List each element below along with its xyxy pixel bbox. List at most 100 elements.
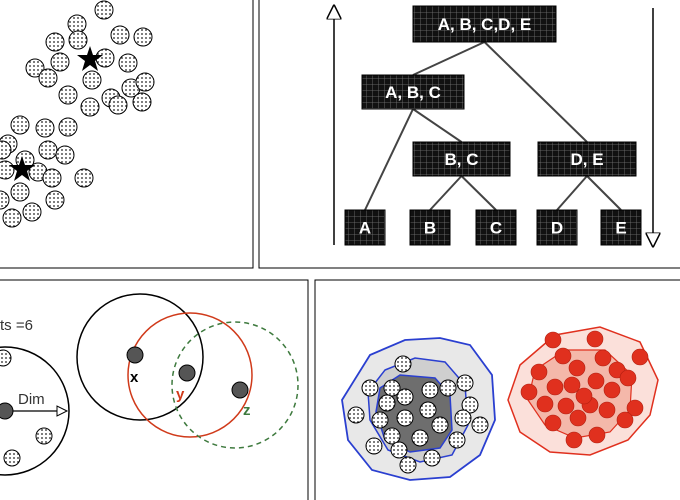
cluster-point bbox=[110, 25, 130, 45]
core-point bbox=[0, 402, 14, 420]
red-cluster-point bbox=[544, 331, 562, 349]
neighbor-point bbox=[35, 427, 53, 445]
tree-edge bbox=[483, 41, 588, 143]
tree-node-label: B, C bbox=[445, 150, 479, 169]
point-x bbox=[126, 346, 144, 364]
red-cluster-point bbox=[536, 395, 554, 413]
blue-cluster-point bbox=[383, 379, 401, 397]
panel-bottom-left bbox=[0, 279, 309, 500]
red-cluster-point bbox=[565, 431, 583, 449]
tree-node-box bbox=[412, 141, 511, 177]
neighbor-point bbox=[3, 449, 21, 467]
tree-node-label: A, B, C,D, E bbox=[438, 15, 532, 34]
cluster-point bbox=[67, 14, 87, 34]
tree-node-label: B bbox=[424, 219, 436, 238]
blue-cluster-point bbox=[439, 379, 457, 397]
red-cluster-point bbox=[575, 387, 593, 405]
tree-node-c: C bbox=[475, 209, 517, 246]
blue-cluster-point bbox=[347, 406, 365, 424]
cluster-point bbox=[45, 190, 65, 210]
tree-node-label: A bbox=[359, 219, 371, 238]
cluster-point bbox=[25, 58, 45, 78]
red-cluster-point bbox=[631, 348, 649, 366]
red-cluster-point bbox=[544, 414, 562, 432]
cluster-point bbox=[118, 53, 138, 73]
cluster-point bbox=[82, 70, 102, 90]
blue-cluster-point bbox=[371, 411, 389, 429]
cluster-point bbox=[108, 95, 128, 115]
tree-node-label: E bbox=[615, 219, 626, 238]
red-cluster-point bbox=[603, 381, 621, 399]
cluster-point bbox=[68, 30, 88, 50]
cluster-point bbox=[10, 115, 30, 135]
tree-node-box bbox=[361, 74, 465, 110]
tree-node-e: E bbox=[600, 209, 642, 246]
cluster-point bbox=[0, 160, 15, 180]
cluster-point bbox=[0, 140, 12, 160]
tree-edge bbox=[586, 175, 622, 211]
tree-node-de: D, E bbox=[537, 141, 637, 177]
tree-edges bbox=[364, 41, 622, 211]
red-cluster-point bbox=[569, 409, 587, 427]
blue-cluster-point bbox=[378, 394, 396, 412]
tree-edge bbox=[364, 108, 414, 211]
cluster-point bbox=[38, 68, 58, 88]
cluster-point bbox=[2, 208, 22, 228]
blue-cluster-point bbox=[454, 409, 472, 427]
cluster-point bbox=[45, 32, 65, 52]
tree-node-box bbox=[600, 209, 642, 246]
tree-edge bbox=[412, 41, 485, 76]
cluster-points bbox=[0, 0, 155, 228]
blue-cluster-point bbox=[383, 427, 401, 445]
red-cluster-point bbox=[520, 383, 538, 401]
tree-node-box bbox=[475, 209, 517, 246]
centroid-star-2 bbox=[9, 156, 35, 181]
density-illustration: ts =6 Dim x y z bbox=[0, 293, 299, 476]
cluster-point bbox=[10, 182, 30, 202]
red-cluster-point bbox=[563, 376, 581, 394]
tree-node-box bbox=[409, 209, 451, 246]
cluster-point bbox=[42, 168, 62, 188]
cluster-point bbox=[94, 0, 114, 20]
cluster-point bbox=[58, 117, 78, 137]
panel-top-right bbox=[258, 0, 680, 269]
red-cluster-point bbox=[626, 399, 644, 417]
tree-edge bbox=[460, 175, 497, 211]
point-y bbox=[178, 364, 196, 382]
tree-node-b: B bbox=[409, 209, 451, 246]
tree-edge bbox=[556, 175, 588, 211]
neighborhood-circle bbox=[0, 346, 70, 476]
tree-node-box bbox=[537, 141, 637, 177]
cluster-point bbox=[135, 72, 155, 92]
tree-node-label: C bbox=[490, 219, 502, 238]
tree-node-label: A, B, C bbox=[385, 83, 441, 102]
tree-node-abcde: A, B, C,D, E bbox=[412, 5, 557, 43]
panel-bottom-right bbox=[314, 279, 680, 500]
red-cluster-point bbox=[568, 359, 586, 377]
label-x: x bbox=[130, 369, 139, 386]
radius-label: Dim bbox=[18, 391, 45, 408]
panel-top-left bbox=[0, 0, 254, 269]
tree-node-bc: B, C bbox=[412, 141, 511, 177]
red-cluster-point bbox=[554, 347, 572, 365]
tree-edge bbox=[412, 108, 463, 143]
circle-z bbox=[171, 321, 299, 449]
red-cluster-point bbox=[616, 411, 634, 429]
tree-node-box bbox=[344, 209, 386, 246]
blue-cluster-points bbox=[347, 355, 489, 474]
tree-node-a: A bbox=[344, 209, 386, 246]
red-cluster-point bbox=[619, 369, 637, 387]
cluster-point bbox=[58, 85, 78, 105]
red-cluster-point bbox=[546, 378, 564, 396]
circle-x bbox=[76, 293, 204, 421]
blue-cluster-point bbox=[461, 396, 479, 414]
red-cluster-point bbox=[587, 372, 605, 390]
cluster-point bbox=[35, 118, 55, 138]
red-cluster-point bbox=[598, 401, 616, 419]
cluster-point bbox=[50, 52, 70, 72]
circle-y bbox=[127, 312, 253, 438]
cluster-point bbox=[133, 27, 153, 47]
